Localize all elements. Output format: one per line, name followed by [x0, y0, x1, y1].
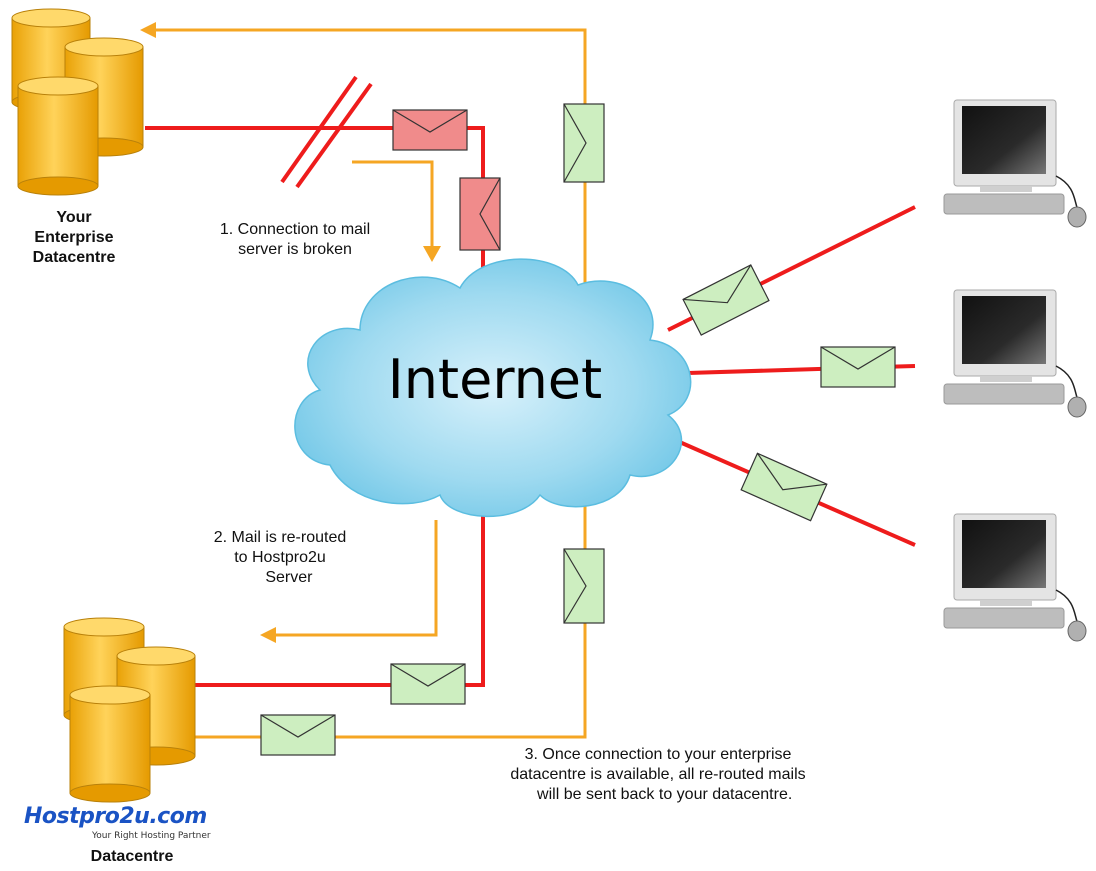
envelopes	[260, 103, 896, 756]
hostpro-brand-logo: Hostpro2u.com	[24, 804, 207, 829]
envelope-icon	[563, 548, 605, 624]
database-icon	[69, 685, 151, 803]
hostpro-brand-tagline: Your Right Hosting Partner	[92, 831, 211, 841]
enterprise-datacentre-label: Your Enterprise Datacentre	[32, 209, 116, 266]
envelope-icon	[459, 177, 501, 251]
hostpro-connection-line	[190, 490, 485, 687]
cloud-icon	[294, 258, 692, 518]
computer-icon	[943, 289, 1087, 418]
envelope-icon	[740, 452, 828, 522]
envelope-icon	[392, 109, 468, 151]
database-cluster-icon	[63, 617, 196, 803]
envelope-icon	[682, 264, 770, 336]
arrow-icon	[260, 627, 276, 643]
computer-icon	[943, 513, 1087, 642]
database-icon	[17, 76, 99, 196]
arrow-icon	[140, 22, 156, 38]
arrow-icon	[423, 246, 441, 262]
client-computers	[943, 99, 1087, 642]
step-3-text: 3. Once connection to your enterprise da…	[510, 746, 806, 803]
envelope-icon	[390, 663, 466, 705]
envelope-icon	[820, 346, 896, 388]
envelope-icon	[563, 103, 605, 183]
database-cluster-icon	[11, 8, 144, 196]
hostpro-datacentre-label: Datacentre	[90, 848, 174, 865]
computer-icon	[943, 99, 1087, 228]
reroute-arrow	[275, 520, 438, 637]
break-indicator-arrow	[352, 160, 434, 248]
envelope-icon	[260, 714, 336, 756]
cloud-label: Internet	[387, 348, 603, 411]
broken-link-icon	[280, 75, 373, 189]
step-2-text: 2. Mail is re-routed to Hostpro2u Server	[213, 529, 347, 586]
step-1-text: 1. Connection to mail server is broken	[219, 221, 371, 258]
